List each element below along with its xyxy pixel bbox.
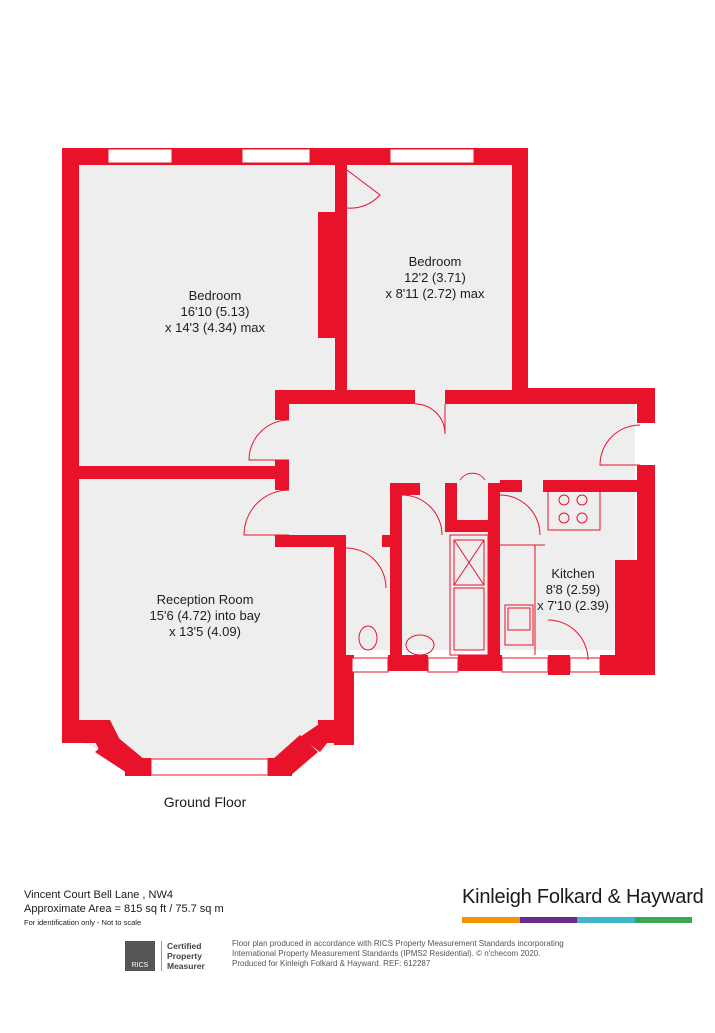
- room-label-reception: Reception Room 15'6 (4.72) into bay x 13…: [120, 592, 290, 640]
- room-dim: 16'10 (5.13): [180, 304, 250, 319]
- rics-badge-icon: RICS: [125, 941, 155, 971]
- doors: [243, 169, 641, 661]
- room-label-kitchen: Kitchen 8'8 (2.59) x 7'10 (2.39): [528, 566, 618, 614]
- brand-stripe: [462, 917, 692, 923]
- rics-logo: RICS Certified Property Measurer: [125, 940, 225, 972]
- address-line: Vincent Court Bell Lane , NW4: [24, 889, 173, 901]
- property-address: Vincent Court Bell Lane , NW4 Approximat…: [24, 888, 224, 930]
- room-dim: 8'8 (2.59): [545, 582, 601, 597]
- disclaimer: Floor plan produced in accordance with R…: [232, 939, 592, 969]
- stripe-teal: [577, 917, 635, 923]
- room-dim: 15'6 (4.72) into bay: [149, 608, 261, 623]
- room-name: Bedroom: [188, 288, 242, 303]
- room-name: Reception Room: [156, 592, 254, 607]
- disclaimer-line: International Property Measurement Stand…: [232, 949, 541, 958]
- stripe-orange: [462, 917, 520, 923]
- room-name: Kitchen: [551, 566, 595, 581]
- room-dim: x 13'5 (4.09): [169, 624, 241, 639]
- disclaimer-line: Floor plan produced in accordance with R…: [232, 939, 564, 948]
- disclaimer-line: Produced for Kinleigh Folkard & Hayward.…: [232, 959, 431, 968]
- room-dim: x 14'3 (4.34) max: [164, 320, 266, 335]
- room-dim: x 8'11 (2.72) max: [385, 286, 485, 301]
- room-label-bedroom-1: Bedroom 16'10 (5.13) x 14'3 (4.34) max: [140, 288, 290, 336]
- room-dim: x 7'10 (2.39): [537, 598, 609, 613]
- fixtures: [358, 489, 601, 656]
- rics-text: Certified Property Measurer: [161, 941, 205, 971]
- rics-line: Property: [167, 951, 202, 961]
- room-dim: 12'2 (3.71): [404, 270, 466, 285]
- stripe-green: [634, 917, 692, 923]
- brand-name: Kinleigh Folkard & Hayward: [462, 886, 704, 908]
- rics-line: Measurer: [167, 961, 205, 971]
- room-label-bedroom-2: Bedroom 12'2 (3.71) x 8'11 (2.72) max: [360, 254, 510, 302]
- area-line: Approximate Area = 815 sq ft / 75.7 sq m: [24, 903, 224, 915]
- windows: [107, 148, 601, 776]
- floor-label: Ground Floor: [163, 794, 247, 810]
- stripe-purple: [519, 917, 577, 923]
- scale-note: For identification only - Not to scale: [24, 918, 142, 927]
- room-name: Bedroom: [408, 254, 462, 269]
- rics-line: Certified: [167, 941, 202, 951]
